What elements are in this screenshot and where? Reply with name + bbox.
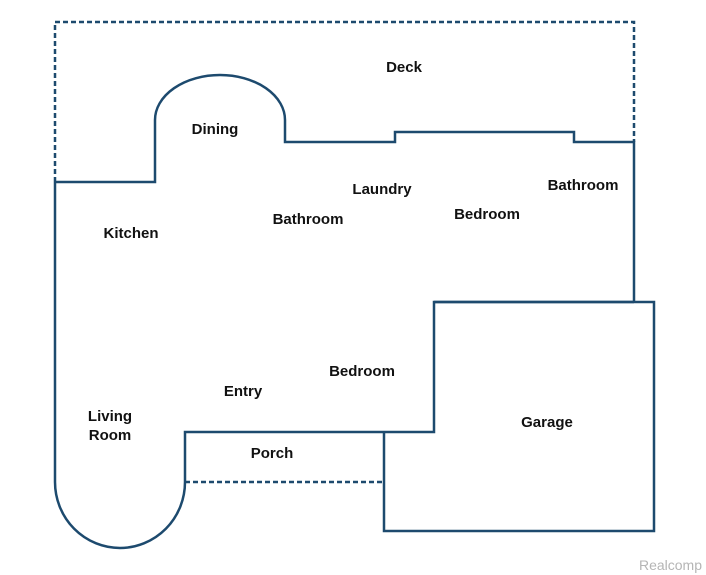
room-label-bathroom-center: Bathroom bbox=[273, 211, 344, 228]
room-label-porch: Porch bbox=[251, 445, 294, 462]
room-label-deck: Deck bbox=[386, 59, 423, 76]
room-label-laundry: Laundry bbox=[352, 181, 412, 198]
room-label-living-2: Room bbox=[89, 427, 132, 444]
house-outline bbox=[53, 73, 636, 550]
garage-outline bbox=[382, 300, 656, 533]
deck-outline bbox=[53, 20, 636, 182]
room-label-garage: Garage bbox=[521, 414, 573, 431]
room-label-bedroom-lower: Bedroom bbox=[329, 363, 395, 380]
room-label-bedroom-upper: Bedroom bbox=[454, 206, 520, 223]
room-label-dining: Dining bbox=[192, 121, 239, 138]
room-label-living-1: Living bbox=[88, 408, 132, 425]
watermark: Realcomp bbox=[639, 557, 702, 573]
room-label-entry: Entry bbox=[224, 383, 263, 400]
room-label-bathroom-right: Bathroom bbox=[548, 177, 619, 194]
room-label-kitchen: Kitchen bbox=[103, 225, 158, 242]
